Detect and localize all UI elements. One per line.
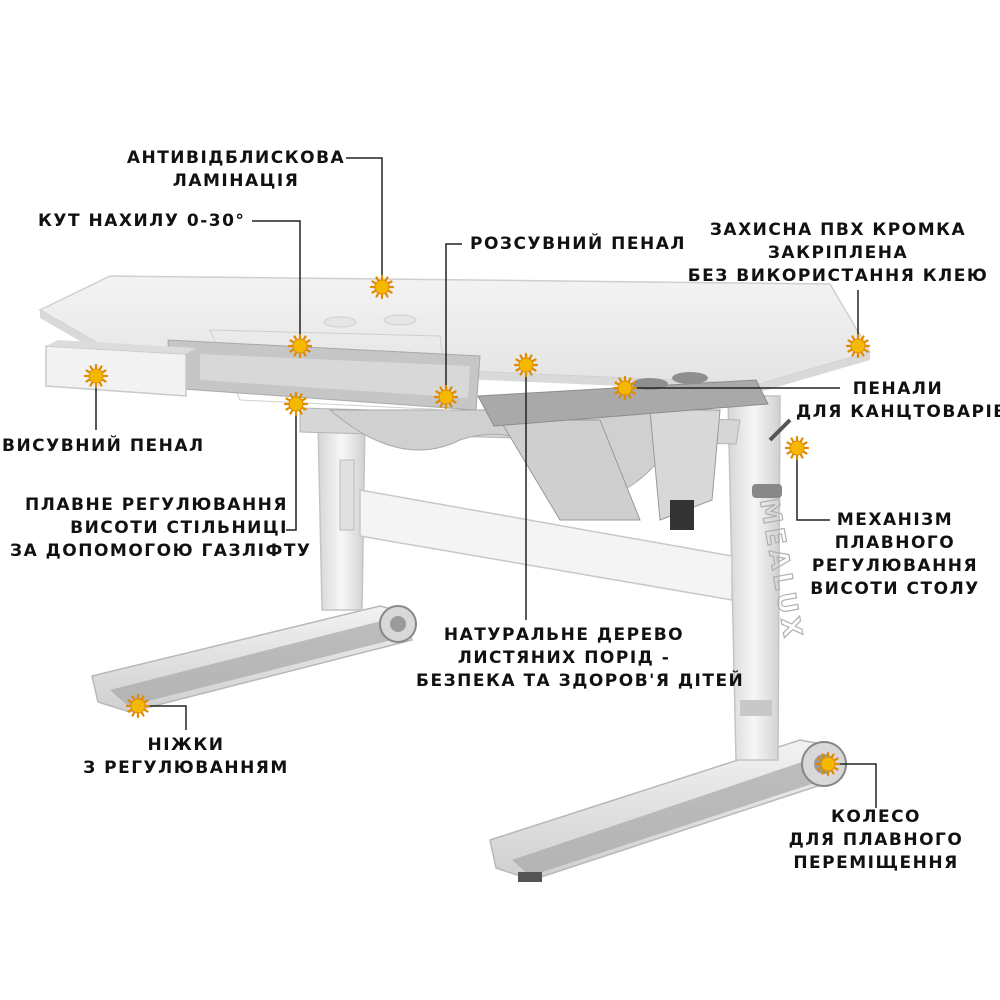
label-line: ЛИСТЯНИХ ПОРІД - xyxy=(457,648,671,668)
label-line: НАТУРАЛЬНЕ ДЕРЕВО xyxy=(443,625,685,645)
label-line: ДЛЯ КАНЦТОВАРІВ xyxy=(796,402,1000,422)
label-wheel: КОЛЕСО ДЛЯ ПЛАВНОГО ПЕРЕМІЩЕННЯ xyxy=(778,806,974,875)
label-line: З РЕГУЛЮВАННЯМ xyxy=(83,758,289,778)
label-line: КУТ НАХИЛУ 0-30° xyxy=(38,211,246,231)
label-line: ЛАМІНАЦІЯ xyxy=(172,171,300,191)
leader-tilt xyxy=(252,220,301,344)
label-antiglare: АНТИВІДБЛИСКОВА ЛАМІНАЦІЯ xyxy=(118,147,354,193)
leader-feet xyxy=(138,705,187,730)
label-sliding-case: РОЗСУВНИЙ ПЕНАЛ xyxy=(470,233,686,256)
leader-lines xyxy=(95,157,877,808)
label-line: ВИСОТИ СТІЛЬНИЦІ xyxy=(70,518,288,538)
label-line: ВИСОТИ СТОЛУ xyxy=(810,579,980,599)
label-line: РЕГУЛЮВАННЯ xyxy=(811,556,979,576)
label-line: РОЗСУВНИЙ ПЕНАЛ xyxy=(470,234,686,254)
label-line: ВИСУВНИЙ ПЕНАЛ xyxy=(2,436,205,456)
marker-wheel-icon xyxy=(815,751,841,777)
label-line: КОЛЕСО xyxy=(830,807,921,827)
marker-gaslift-icon xyxy=(283,391,309,417)
label-tilt: КУТ НАХИЛУ 0-30° xyxy=(38,210,245,233)
marker-stationery-icon xyxy=(612,375,638,401)
marker-antiglare-icon xyxy=(369,274,395,300)
label-line: БЕЗ ВИКОРИСТАННЯ КЛЕЮ xyxy=(687,266,989,286)
tilt-mechanism xyxy=(499,409,721,530)
crank-handle xyxy=(752,418,792,498)
leader-sliding-case xyxy=(445,243,462,397)
marker-feet-icon xyxy=(125,693,151,719)
label-feet: НІЖКИ З РЕГУЛЮВАННЯМ xyxy=(78,734,294,780)
marker-pull-out-icon xyxy=(83,363,109,389)
label-height-mechanism: МЕХАНІЗМ ПЛАВНОГО РЕГУЛЮВАННЯ ВИСОТИ СТО… xyxy=(800,509,990,601)
label-line: МЕХАНІЗМ xyxy=(836,510,954,530)
leader-antiglare xyxy=(346,157,383,284)
marker-pvc-edge-icon xyxy=(845,333,871,359)
label-line: БЕЗПЕКА ТА ЗДОРОВ'Я ДІТЕЙ xyxy=(416,671,745,691)
label-pull-out: ВИСУВНИЙ ПЕНАЛ xyxy=(2,435,205,458)
label-line: ЗАКРІПЛЕНА xyxy=(767,243,909,263)
label-line: НІЖКИ xyxy=(147,735,225,755)
label-line: ПЛАВНЕ РЕГУЛЮВАННЯ xyxy=(25,495,288,515)
label-pvc-edge: ЗАХИСНА ПВХ КРОМКА ЗАКРІПЛЕНА БЕЗ ВИКОРИ… xyxy=(686,219,990,288)
pull-out-drawer xyxy=(45,340,196,397)
marker-height-icon xyxy=(784,435,810,461)
label-line: ПЕРЕМІЩЕННЯ xyxy=(793,853,959,873)
leader-height xyxy=(796,450,830,521)
marker-wood-icon xyxy=(513,352,539,378)
left-foot xyxy=(91,605,417,713)
label-line: ДЛЯ ПЛАВНОГО xyxy=(788,830,964,850)
marker-tilt-icon xyxy=(287,333,313,359)
label-stationery: ПЕНАЛИ ДЛЯ КАНЦТОВАРІВ xyxy=(796,378,1000,424)
label-wood: НАТУРАЛЬНЕ ДЕРЕВО ЛИСТЯНИХ ПОРІД - БЕЗПЕ… xyxy=(416,624,745,693)
markers xyxy=(83,274,871,777)
marker-sliding-case-icon xyxy=(433,384,459,410)
stationery-tray xyxy=(477,372,769,427)
label-line: ЗА ДОПОМОГОЮ ГАЗЛІФТУ xyxy=(10,541,312,561)
label-line: ПЛАВНОГО xyxy=(834,533,956,553)
label-line: ПЕНАЛИ xyxy=(852,379,944,399)
leader-wheel xyxy=(828,763,877,808)
label-line: ЗАХИСНА ПВХ КРОМКА xyxy=(709,220,967,240)
crossbar xyxy=(359,489,733,601)
label-line: АНТИВІДБЛИСКОВА xyxy=(126,148,346,168)
label-gaslift: ПЛАВНЕ РЕГУЛЮВАННЯ ВИСОТИ СТІЛЬНИЦІ ЗА Д… xyxy=(10,494,312,563)
leader-gaslift xyxy=(286,406,297,531)
